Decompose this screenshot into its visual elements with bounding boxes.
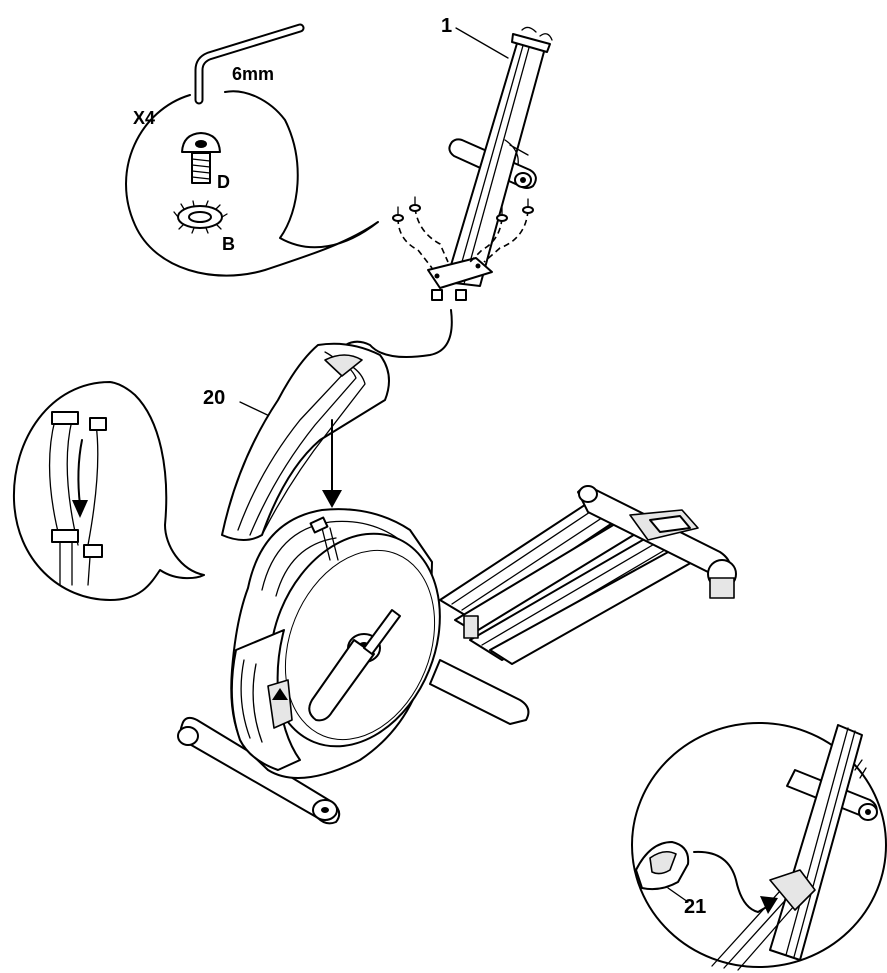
cover-detail-callout: 21 (631, 722, 887, 971)
bolt-icon (181, 132, 221, 184)
wire-detail-callout (12, 381, 205, 601)
foot-rails (439, 494, 711, 665)
tool-size-label: 6mm (232, 64, 274, 84)
part-20-label: 20 (203, 387, 225, 409)
front-cover: 20 (203, 342, 390, 541)
end-cap-icon (635, 841, 690, 891)
hex-key-icon (194, 23, 305, 105)
star-washer-icon (173, 200, 228, 234)
part-21-label: 21 (684, 896, 706, 918)
part-1-label: 1 (441, 15, 452, 37)
elliptical-base (177, 485, 737, 825)
washer-label: B (222, 234, 235, 254)
quantity-label: X4 (133, 108, 155, 128)
upright-post: 1 (331, 15, 553, 386)
hardware-callout: 6mm X4 D B (125, 23, 379, 277)
bolt-positions (392, 196, 534, 269)
bolt-label: D (217, 172, 230, 192)
